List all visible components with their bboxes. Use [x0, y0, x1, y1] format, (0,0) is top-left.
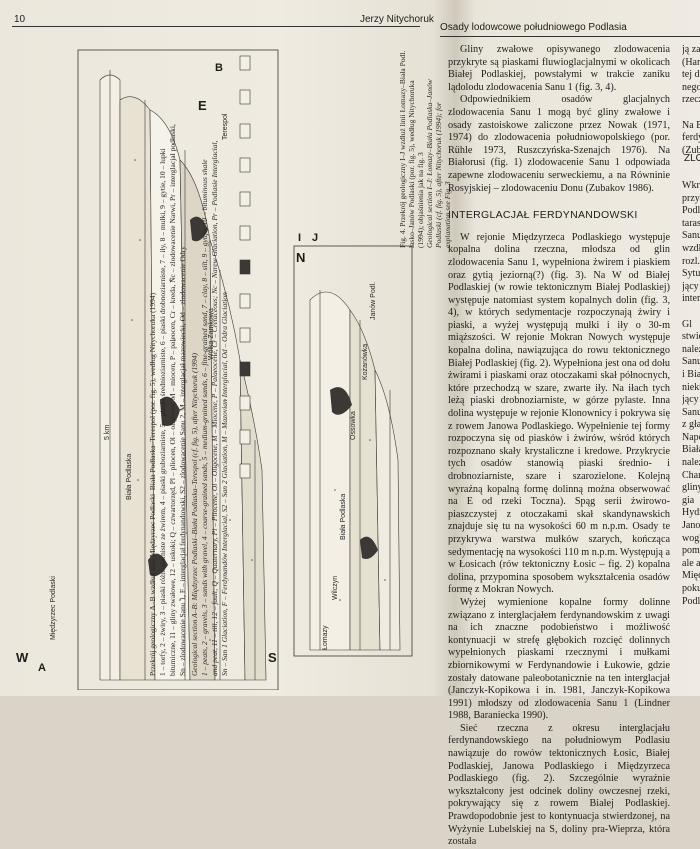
fragment-line: przykry — [682, 192, 700, 204]
fragment-line: rozl. Po — [682, 255, 700, 267]
fragment-line: interglo — [682, 293, 700, 305]
fig4-north-label: N — [296, 250, 306, 265]
fig4-locality: Łomazy — [322, 625, 329, 650]
fig3-caption-line: Geological section A–B: Międzyrzec Podla… — [190, 353, 199, 676]
fragment-line: niektór — [682, 381, 700, 393]
fragment-line: ją zalegu — [682, 44, 700, 55]
fragment-line: Biała — [682, 444, 700, 456]
left-page: 10 Jerzy Nitychoruk — [12, 14, 452, 690]
fragment-line: Wkro — [682, 180, 700, 191]
fragment-line: gia — [682, 494, 695, 506]
fragment-line: gliny z — [682, 482, 700, 494]
fragment-line: Napo — [682, 431, 700, 443]
fig4-caption-line: Podlaski (cf. fig. 5), after Nitychoruk … — [434, 102, 443, 248]
paragraph: Sieć rzeczna z okresu interglacjału ferd… — [448, 722, 670, 848]
fragment-line: wzdłuż — [682, 242, 700, 254]
fig3-caption-line: Sn – San 1 Glaciation, F – Ferdynandów I… — [220, 292, 229, 676]
fig4-caption-line: (1994); objaśnienia jak na fig. 3 — [416, 152, 425, 248]
right-header-rule — [440, 36, 700, 37]
section-heading: INTERGLACJAŁ FERDYNANDOWSKI — [448, 209, 638, 222]
running-author: Jerzy Nitychoruk — [360, 14, 434, 25]
fragment-line: Janow — [682, 520, 700, 532]
fragment-line: nalezy — [682, 457, 700, 469]
fragment-line: Gl — [682, 318, 692, 330]
fragment-line: należa — [682, 343, 700, 355]
fig4-label-j: J — [312, 232, 319, 244]
fig4-caption-line: lasko–Janów Podlaski (por. fig. 5), wedł… — [407, 80, 416, 248]
next-column-fragment: ją zalegu (Hanasi tej doliny nego, rep r… — [682, 44, 700, 157]
paragraph: Wyżej wymienione kopalne formy dolinne z… — [448, 596, 670, 722]
fig3-caption-line: and peat, 11 – till, 12 – fault; Q – Qua… — [210, 140, 219, 676]
fragment-line: (Zubako — [682, 144, 700, 156]
fragment-line: wogla — [682, 532, 700, 544]
fragment-line — [682, 306, 700, 319]
fragment-line: Międz — [682, 570, 700, 582]
fig4-locality: Janów Podl. — [370, 281, 377, 320]
fig3-caption-line: Sn – zlodowacenie Sanu 1, F – interglacj… — [178, 246, 187, 676]
fragment-line: z głaz — [682, 419, 700, 431]
fragment-line: ferdynan — [682, 132, 700, 144]
fig4-locality: Kożanówka — [362, 343, 369, 380]
fig3-east-label: E — [198, 98, 207, 113]
fragment-line: Podla — [682, 595, 700, 607]
fig3-profile-b: B — [215, 62, 223, 74]
fig3-caption-line: 1 – torfy, 2 – żwiry, 3 – piaski różnozi… — [158, 148, 167, 676]
fig3-locality: Biała Podlaska — [126, 453, 133, 500]
fragment-line: Sytuac — [682, 268, 700, 280]
figure-3-section — [77, 49, 279, 690]
fragment-line: (Hanasi — [682, 56, 700, 68]
fig3-caption-line: Przekrój geologiczny A–B wzdłuż linii Mi… — [148, 292, 157, 676]
fragment-line: rzeczne i — [682, 94, 700, 106]
fragment-line: Sanu 1 — [682, 406, 700, 418]
fragment-line: Hydro — [682, 507, 700, 519]
fig4-south-label: S — [268, 650, 277, 665]
fig4-locality: Biała Podlaska — [340, 493, 347, 540]
fragment-line: tej doliny — [682, 69, 700, 81]
running-title: Osady lodowcowe południowego Podlasia — [440, 22, 627, 33]
header-rule — [12, 26, 420, 27]
fig3-scale-label: 5 km — [104, 424, 111, 440]
fragment-line: nego, rep — [682, 81, 700, 93]
fig3-west-label: W — [16, 650, 29, 665]
fragment-line: poku — [682, 583, 700, 594]
fragment-line: Sanu 2 — [682, 230, 700, 242]
fragment-line: stwierd — [682, 331, 700, 343]
paragraph: Gliny zwałowe opisywanego zlodowacenia p… — [448, 44, 670, 93]
fig4-caption-line: Geological section I–J: Łomazy–Biała Pod… — [425, 79, 434, 248]
fig3-caption-line: 1 – peats, 2 – gravels, 3 – sands with g… — [200, 159, 209, 676]
paragraph: W rejonie Międzyrzeca Podlaskiego występ… — [448, 231, 670, 596]
article-column: Gliny zwałowe opisywanego zlodowacenia p… — [448, 44, 670, 849]
fig3-locality: Międzyrzec Podlaski — [50, 576, 57, 640]
fig4-locality: Wilczyn — [332, 575, 339, 600]
figure-4-section — [293, 245, 413, 657]
fig4-caption-line: Fig. 4. Przekrój geologiczny I–J wzdłuż … — [398, 50, 407, 248]
fragment-line: Charak — [682, 469, 700, 481]
fragment-line: Podlask — [682, 205, 700, 217]
page-number: 10 — [14, 14, 26, 25]
fragment-line: jący ol — [682, 394, 700, 406]
fragment-line — [682, 107, 700, 120]
fragment-line: Sanu 2 — [682, 356, 700, 368]
fig4-label-i: I — [298, 232, 302, 244]
fragment-line: tarasia — [682, 217, 700, 229]
fragment-line: Na B — [682, 119, 700, 131]
paragraph: Odpowiednikiem osadów glacjalnych zlodow… — [448, 94, 670, 194]
fragment-line: ale a — [682, 557, 700, 569]
fig3-caption-line: bitumiczne, 11 – gliny zwałowe, 12 – usk… — [168, 124, 177, 676]
fig3-profile-a: A — [38, 662, 46, 674]
fragment-line: pomie — [682, 545, 700, 557]
next-column-heading: ZLODO — [684, 153, 700, 164]
fig3-locality: Terespol — [222, 113, 229, 140]
next-column-fragment-2: Wkro przykry Podlask tarasia Sanu 2 wzdł… — [682, 180, 700, 608]
fragment-line: i Biał — [682, 368, 700, 380]
fig4-locality: Ossowka — [350, 411, 357, 440]
fragment-line: jący zlo — [682, 280, 700, 292]
